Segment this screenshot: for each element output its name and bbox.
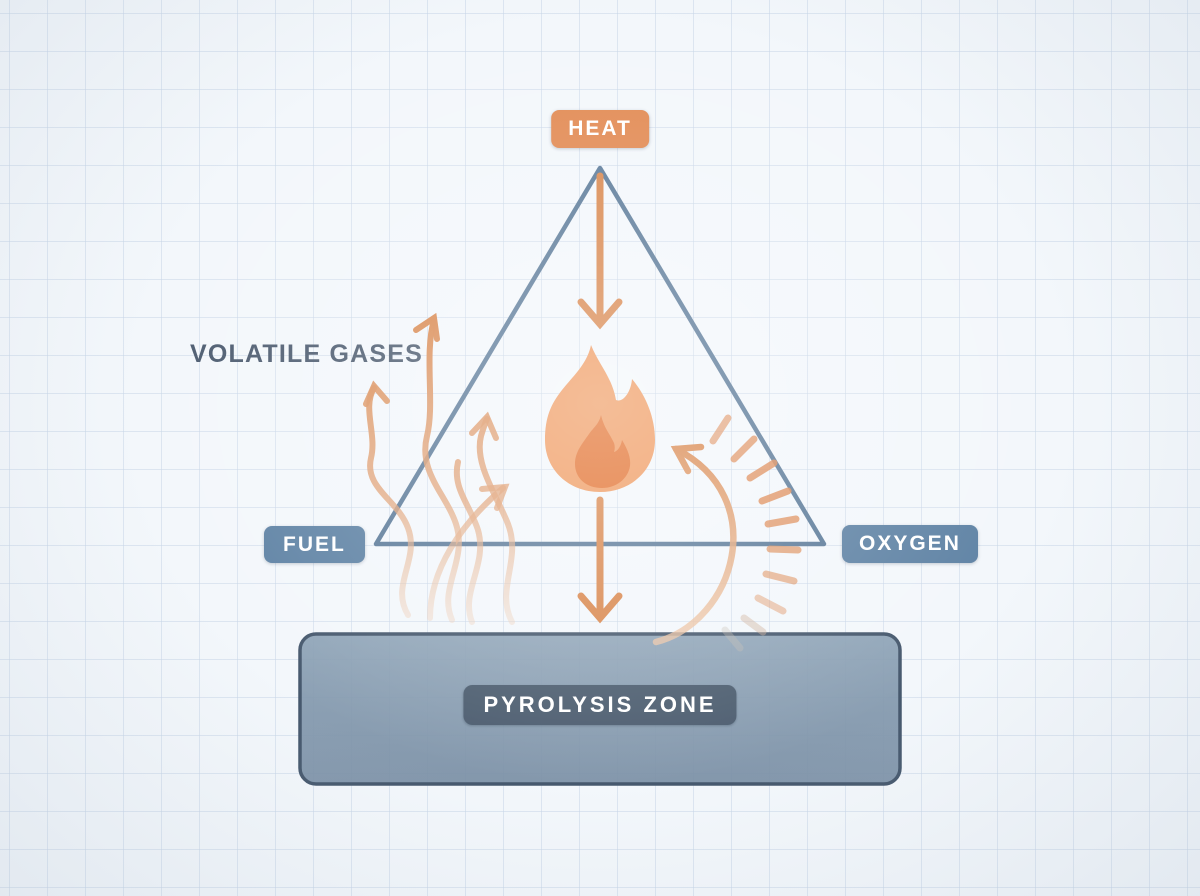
wavy-arrow-icon	[366, 385, 414, 618]
fuel-badge-label: FUEL	[283, 532, 346, 556]
wavy-arrowhead-icon	[469, 411, 499, 441]
heat-badge-label: HEAT	[568, 117, 632, 140]
flame-inner	[575, 415, 631, 488]
radiating-dashes-icon	[709, 414, 802, 652]
curved-arrowhead-icon	[670, 443, 705, 475]
wavy-arrowhead-icon	[363, 380, 390, 407]
heat-down-arrow	[577, 172, 623, 330]
oxygen-curved-arrow	[652, 443, 737, 646]
oxygen-badge: OXYGEN	[842, 525, 978, 563]
oxygen-badge-label: OXYGEN	[859, 532, 961, 555]
curved-arrow-icon	[652, 445, 737, 646]
wavy-arrow-tail	[453, 459, 484, 625]
volatile-gases-wavy-arrows	[363, 312, 516, 625]
heat-badge: HEAT	[551, 110, 649, 148]
wavy-arrowhead-icon	[413, 312, 440, 342]
pyrolysis-zone-badge: PYROLYSIS ZONE	[463, 685, 737, 725]
down-arrowhead-icon	[577, 592, 623, 624]
down-arrowhead-icon	[577, 298, 623, 330]
fuel-badge: FUEL	[264, 526, 365, 563]
flame-to-pyrolysis-arrow	[577, 496, 623, 624]
wavy-arrow-icon	[427, 485, 506, 621]
flame-icon	[545, 345, 655, 492]
volatile-gases-label: VOLATILE GASES	[190, 340, 424, 368]
pyrolysis-zone-label: PYROLYSIS ZONE	[483, 692, 717, 717]
wavy-arrow-icon	[476, 416, 516, 625]
wavy-arrow-icon	[422, 317, 462, 623]
wavy-arrowhead-icon	[479, 483, 510, 511]
